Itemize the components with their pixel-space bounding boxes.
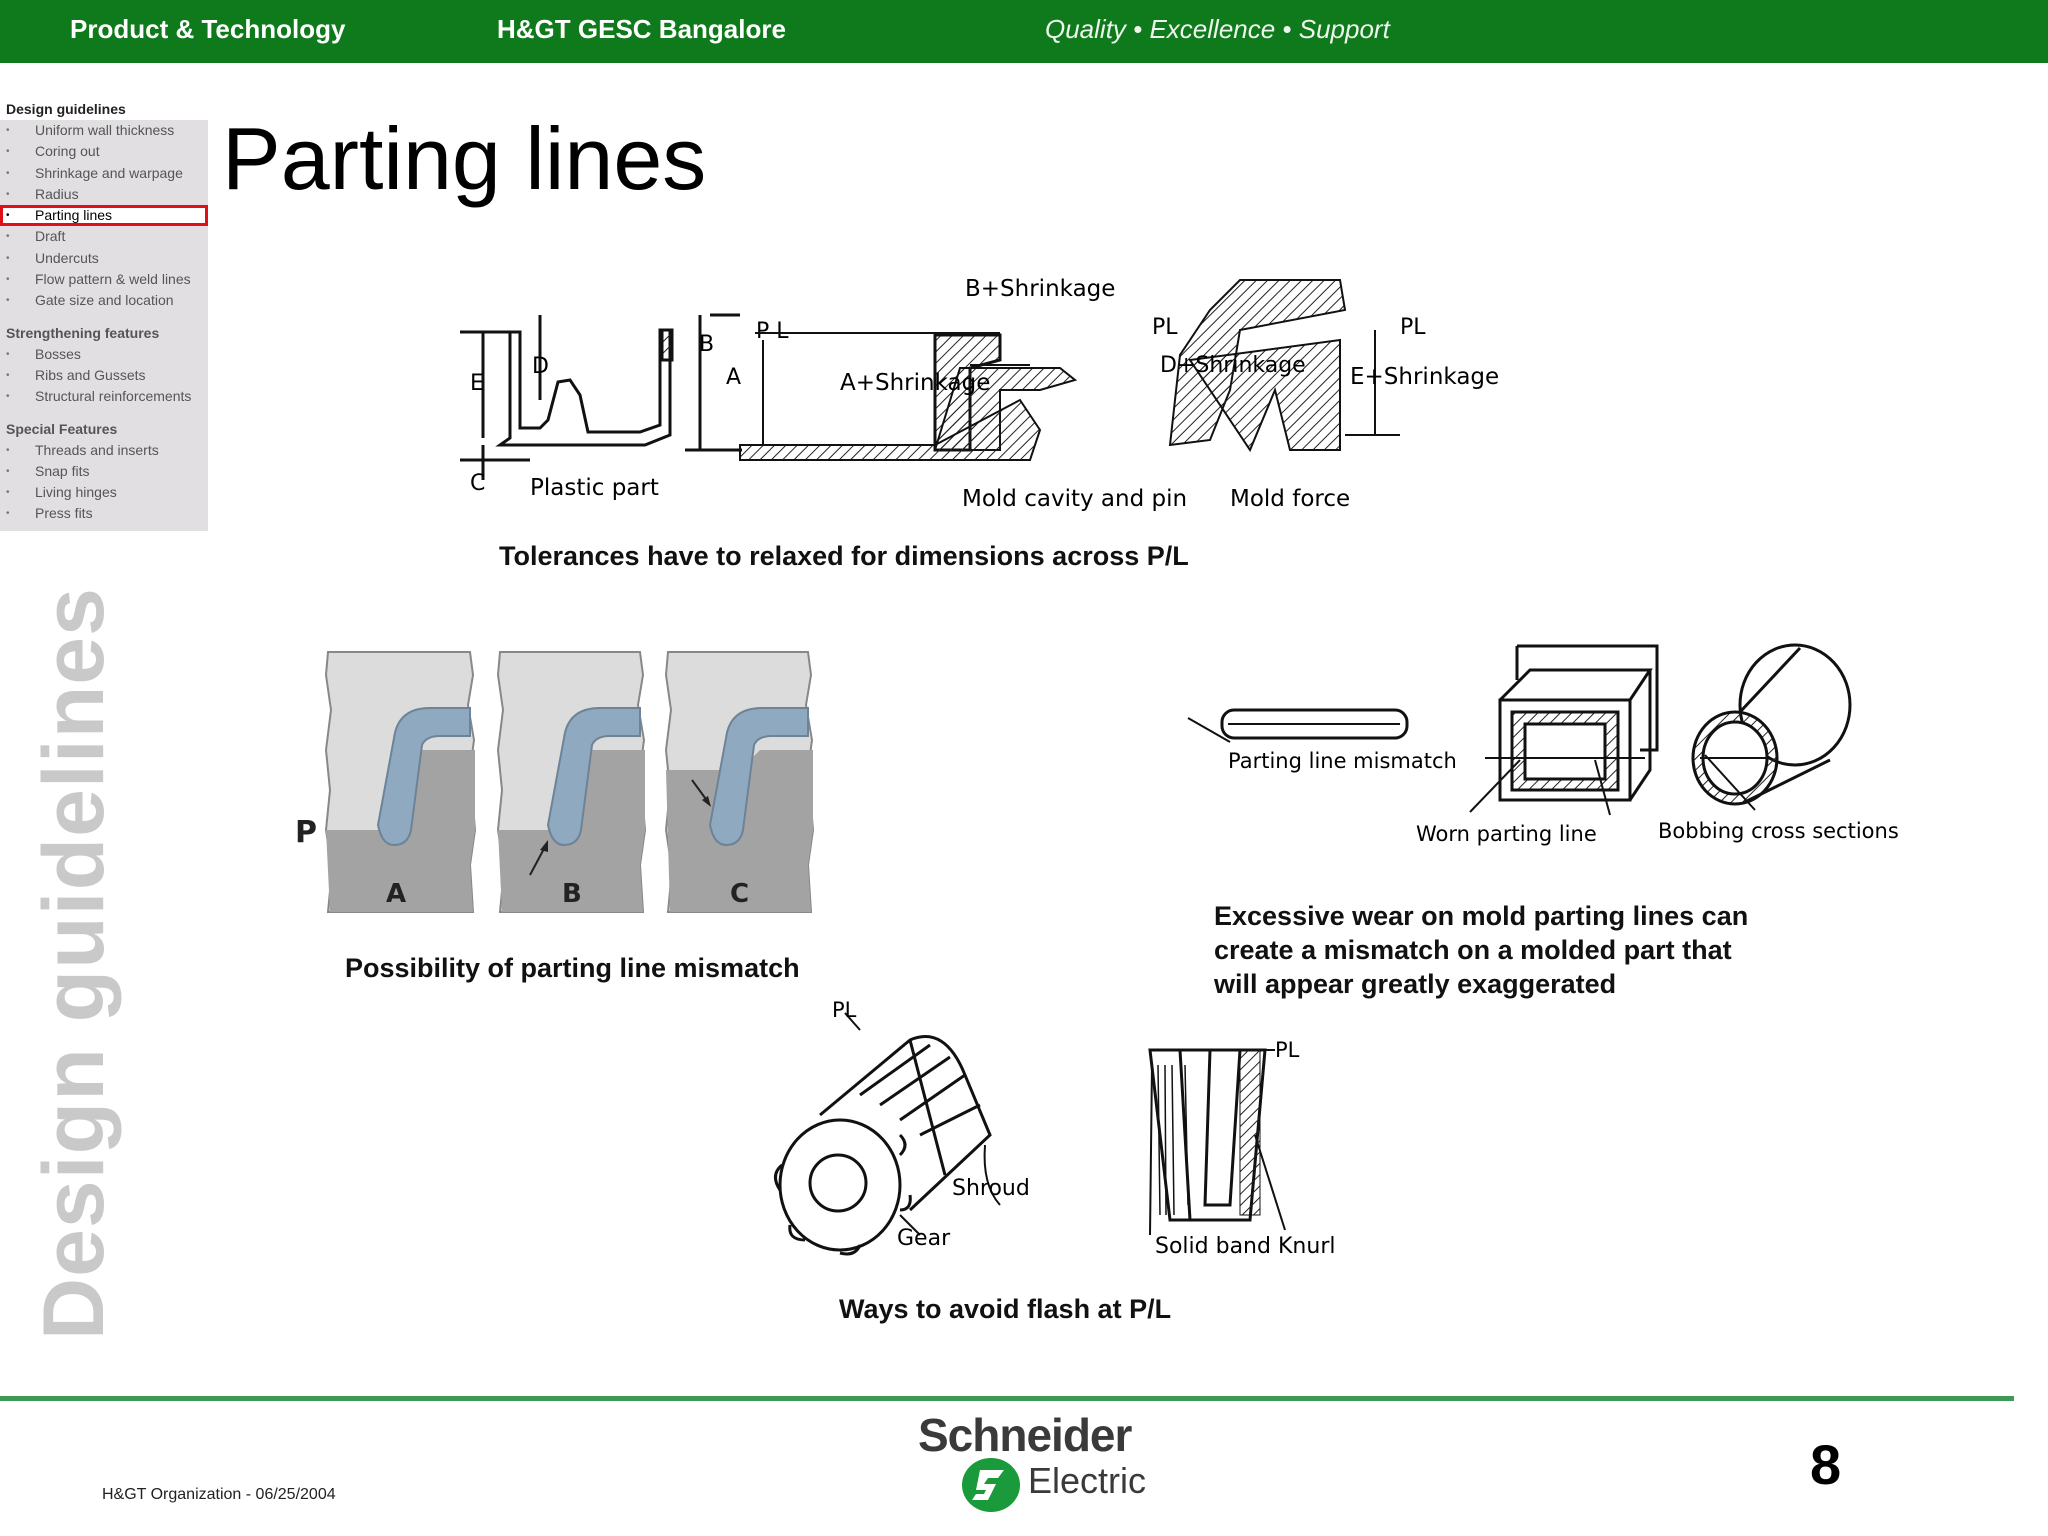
worn-caption-line-3: will appear greatly exaggerated (1214, 969, 1617, 999)
plastic-caption: Plastic part (530, 475, 659, 501)
mold-caption-force: Mold force (1230, 486, 1350, 512)
knurl-drawing (1148, 1048, 1286, 1236)
label-knurl: Knurl (1278, 1234, 1335, 1259)
logo-mark-icon (962, 1458, 1020, 1512)
mold-caption-cavity: Mold cavity and pin (962, 486, 1187, 512)
mismatch-label-c: C (730, 879, 749, 909)
mold-label-a-shrinkage: A+Shrinkage (840, 370, 990, 396)
logo-text-schneider: Schneider (918, 1409, 1132, 1461)
footer-note: H&GT Organization - 06/25/2004 (102, 1486, 336, 1503)
flash-avoidance-diagram: PL Shroud Gear PL Solid band Knurl (774, 998, 1335, 1259)
sidebar-item-radius[interactable]: Radius (0, 184, 208, 206)
worn-caption-line-2: create a mismatch on a molded part that (1214, 935, 1732, 965)
sidebar-item-uniform-wall-thickness[interactable]: Uniform wall thickness (0, 120, 208, 142)
sidebar-item-parting-lines[interactable]: Parting lines (0, 205, 208, 227)
page-number: 8 (1810, 1433, 1842, 1496)
sidebar-item-living-hinges[interactable]: Living hinges (0, 482, 208, 504)
mold-label-pl-right: PL (1400, 315, 1426, 340)
plastic-part-drawing (460, 313, 742, 480)
label-bobbing-cross-sections: Bobbing cross sections (1658, 819, 1899, 843)
worn-parting-line-diagram: Parting line mismatch Worn parting line … (1187, 643, 1899, 846)
mismatch-side-label: P (295, 815, 317, 850)
logo-text-electric: Electric (1028, 1460, 1147, 1501)
sidebar-item-flow-pattern[interactable]: Flow pattern & weld lines (0, 269, 208, 291)
mismatch-label-b: B (562, 879, 582, 909)
header-left-text: Product & Technology (70, 14, 346, 44)
sidebar-item-snap-fits[interactable]: Snap fits (0, 461, 208, 483)
mold-label-pl-left: PL (1152, 315, 1178, 340)
mismatch-diagram: A B C P (295, 651, 815, 913)
plastic-label-e: E (470, 371, 484, 396)
mold-label-b-shrinkage: B+Shrinkage (965, 276, 1115, 302)
sidebar-item-gate-size[interactable]: Gate size and location (0, 290, 208, 312)
sidebar-item-shrinkage-and-warpage[interactable]: Shrinkage and warpage (0, 163, 208, 185)
plastic-label-d: D (532, 354, 549, 379)
mismatch-caption: Possibility of parting line mismatch (345, 953, 800, 983)
mold-cavity-drawing (739, 279, 1400, 461)
page-title: Parting lines (222, 109, 707, 208)
plastic-label-a: A (726, 365, 741, 390)
sidebar-section-design-guidelines: Design guidelines (6, 101, 126, 117)
plastic-label-pl: P L (756, 319, 789, 344)
mismatch-panel-b (496, 651, 647, 913)
worn-caption: Excessive wear on mold parting lines can… (1214, 899, 1748, 1001)
label-solid-band: Solid band (1155, 1234, 1271, 1259)
header-center-text: H&GT GESC Bangalore (497, 14, 786, 44)
sidebar-item-threads-and-inserts[interactable]: Threads and inserts (0, 440, 208, 462)
sidebar-item-undercuts[interactable]: Undercuts (0, 248, 208, 270)
footer-divider (0, 1396, 2014, 1401)
sidebar-block: Uniform wall thickness Coring out Shrink… (0, 120, 208, 531)
plastic-label-b: B (699, 332, 714, 357)
mold-label-d-shrinkage: D+Shrinkage (1160, 353, 1306, 378)
sidebar-nav: Design guidelines Uniform wall thickness… (0, 98, 208, 531)
sidebar-section-special-features: Special Features (6, 420, 118, 437)
header-bar: Product & Technology H&GT GESC Bangalore… (0, 0, 2048, 63)
sidebar-item-ribs-and-gussets[interactable]: Ribs and Gussets (0, 365, 208, 387)
sidebar-item-draft[interactable]: Draft (0, 226, 208, 248)
label-worn-parting-line: Worn parting line (1416, 822, 1597, 846)
worn-caption-line-1: Excessive wear on mold parting lines can (1214, 901, 1749, 931)
gear-drawing (774, 1012, 1001, 1256)
vertical-section-title: Design guidelines (26, 587, 122, 1340)
label-parting-line-mismatch: Parting line mismatch (1228, 749, 1457, 773)
flash-caption: Ways to avoid flash at P/L (839, 1294, 1172, 1324)
mismatch-panel-c (664, 651, 815, 913)
sidebar-item-press-fits[interactable]: Press fits (0, 503, 208, 525)
schneider-logo: Schneider Electric (918, 1408, 1146, 1512)
tolerance-diagram: E D B A C P L Plastic part B+Shrinkage P… (460, 276, 1499, 512)
sidebar-item-structural-reinforcements[interactable]: Structural reinforcements (0, 386, 208, 408)
label-pl-knurl: PL (1275, 1038, 1300, 1062)
label-gear: Gear (897, 1226, 951, 1251)
sidebar-item-bosses[interactable]: Bosses (0, 344, 208, 366)
tolerance-caption: Tolerances have to relaxed for dimension… (499, 541, 1189, 571)
label-shroud: Shroud (952, 1176, 1030, 1201)
plastic-label-c: C (470, 471, 485, 496)
header-right-text: Quality • Excellence • Support (1045, 14, 1390, 44)
sidebar-section-strengthening: Strengthening features (6, 324, 160, 341)
label-pl-gear: PL (832, 998, 857, 1022)
mold-label-e-shrinkage: E+Shrinkage (1350, 364, 1499, 390)
mismatch-label-a: A (386, 879, 406, 909)
mismatch-panel-a (324, 651, 477, 913)
sidebar-item-coring-out[interactable]: Coring out (0, 141, 208, 163)
